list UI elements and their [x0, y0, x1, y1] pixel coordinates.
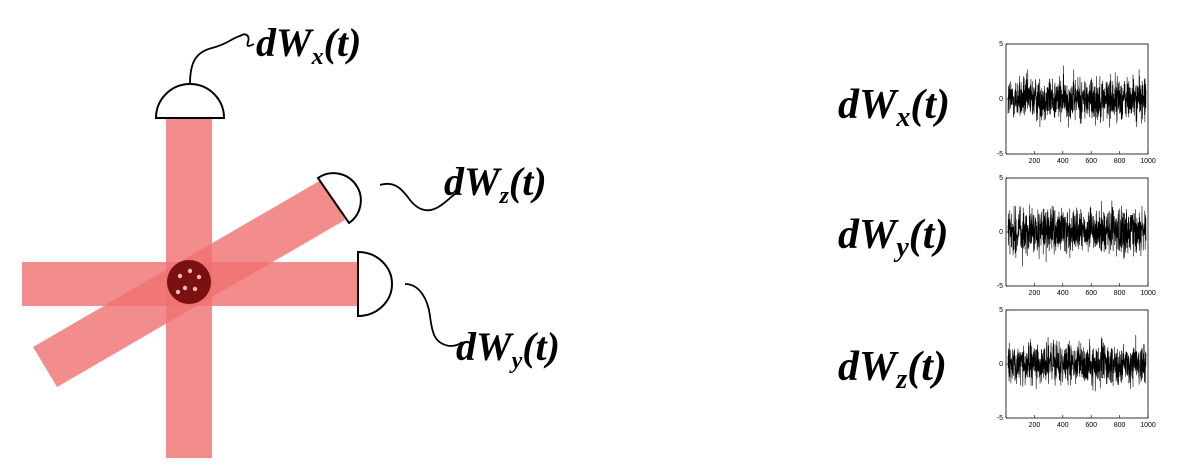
noise-plot-y: 5 0 -5 200 400 600 800 1000: [997, 175, 1156, 297]
detector-x: [154, 33, 255, 119]
noise-plot-z: 5 0 -5 200 400 600 800 1000: [997, 307, 1156, 429]
atom-cloud: [167, 260, 211, 304]
label-dWy-left: dWy(t): [456, 324, 560, 374]
noise-plot-x: 5 0 -5 200 400 600 800 1000: [997, 41, 1156, 165]
x-tick-label: 1000: [1140, 422, 1156, 429]
noise-trace: [1007, 200, 1147, 267]
y-tick-label: 0: [999, 229, 1003, 236]
label-dWz-left: dWz(t): [444, 159, 547, 209]
y-tick-label: 5: [999, 307, 1003, 314]
x-tick-label: 800: [1114, 158, 1126, 165]
x-tick-label: 200: [1029, 422, 1041, 429]
y-tick-label: -5: [997, 151, 1003, 158]
atom-dot: [187, 268, 193, 274]
noise-trace: [1007, 65, 1147, 128]
y-tick-label: 5: [999, 175, 1003, 182]
atom-dot: [182, 285, 188, 291]
x-tick-label: 200: [1029, 290, 1041, 297]
atom-dots: [175, 268, 202, 295]
x-tick-label: 400: [1057, 290, 1069, 297]
y-tick-label: 5: [999, 41, 1003, 48]
label-dWz-right: dWz(t): [838, 344, 947, 395]
beam-setup: dWx(t) dWz(t) dWy(t): [22, 20, 560, 458]
x-tick-label: 400: [1057, 158, 1069, 165]
detector-x-body: [154, 83, 226, 119]
label-dWy-right: dWy(t): [838, 212, 948, 263]
label-dWx-left: dWx(t): [256, 20, 361, 70]
atom-dot: [177, 273, 183, 279]
atom-dot: [175, 289, 181, 295]
detector-y: [357, 250, 463, 347]
y-tick-label: 0: [999, 361, 1003, 368]
detector-x-wire: [189, 33, 255, 85]
y-tick-label: -5: [997, 415, 1003, 422]
x-tick-label: 1000: [1140, 290, 1156, 297]
label-dWx-right: dWx(t): [838, 82, 950, 133]
y-tick-label: 0: [999, 96, 1003, 103]
signal-panel: dWx(t) dWy(t) dWz(t) 5 0 -5 200 400 600 800 100…: [838, 41, 1156, 429]
x-tick-label: 600: [1085, 422, 1097, 429]
x-tick-label: 1000: [1140, 158, 1156, 165]
detector-y-body: [357, 250, 393, 318]
x-tick-label: 800: [1114, 422, 1126, 429]
x-tick-label: 600: [1085, 290, 1097, 297]
x-tick-label: 800: [1114, 290, 1126, 297]
y-tick-label: -5: [997, 283, 1003, 290]
atom-dot: [196, 274, 202, 280]
detector-z-body: [316, 172, 362, 225]
detector-z-wire: [379, 182, 457, 212]
x-tick-label: 200: [1029, 158, 1041, 165]
detector-z: [316, 172, 457, 225]
noise-trace: [1007, 334, 1147, 392]
x-tick-label: 600: [1085, 158, 1097, 165]
detector-y-wire: [404, 283, 463, 347]
atom-dot: [192, 286, 198, 292]
x-tick-label: 400: [1057, 422, 1069, 429]
